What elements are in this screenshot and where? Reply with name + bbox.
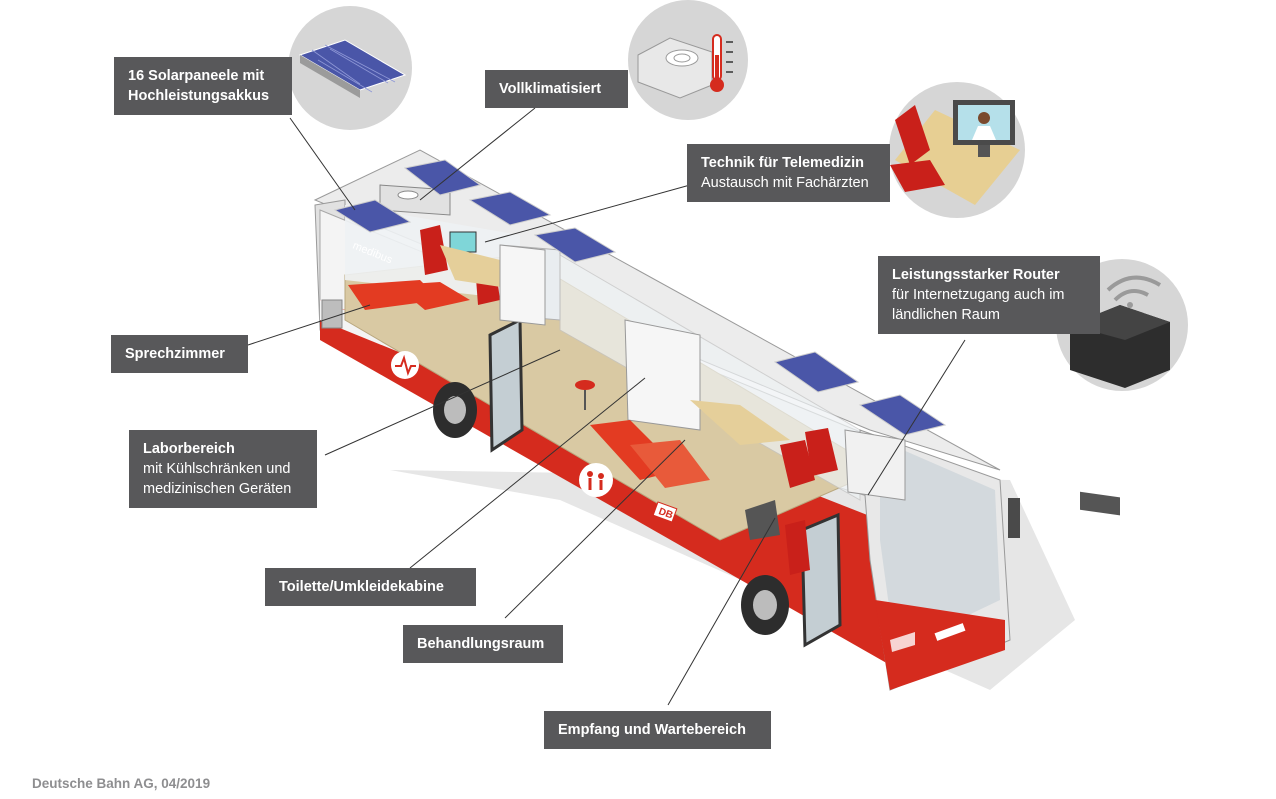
leader-telemedizin	[484, 184, 691, 243]
leader-lines	[247, 107, 966, 706]
label-labor: Laborbereich mit Kühlschränken und mediz…	[129, 430, 317, 508]
label-solar-title: 16 Solarpaneele mit Hochleistungsakkus	[128, 68, 270, 104]
label-toilette-title: Toilette/Umkleidekabine	[279, 579, 444, 595]
label-klima-title: Vollklimatisiert	[499, 81, 602, 97]
label-empfang-title: Empfang und Wartebereich	[558, 722, 746, 738]
label-behandlung-title: Behandlungsraum	[417, 636, 545, 652]
source-credit: Deutsche Bahn AG, 04/2019	[32, 776, 211, 791]
label-router-sub: für Internetzugang auch im ländlichen Ra…	[892, 287, 1065, 323]
label-router: Leistungsstarker Router für Internetzuga…	[878, 256, 1100, 334]
leader-empfang	[667, 517, 776, 706]
label-toilette: Toilette/Umkleidekabine	[265, 568, 476, 606]
leader-solar	[289, 117, 356, 211]
label-labor-sub: mit Kühlschränken und medizinischen Gerä…	[143, 461, 292, 497]
leader-labor	[324, 349, 561, 456]
label-labor-title: Laborbereich	[143, 441, 235, 457]
label-klima: Vollklimatisiert	[485, 70, 628, 108]
leader-klima	[419, 107, 536, 201]
label-sprechzimmer: Sprechzimmer	[111, 335, 248, 373]
bus: DB medibus	[313, 149, 1020, 691]
leader-sprechzimmer	[247, 304, 371, 346]
label-telemedizin-title: Technik für Telemedizin	[701, 155, 865, 171]
roof-solar-panels	[333, 159, 947, 436]
db-logo: DB	[657, 506, 674, 521]
label-router-title: Leistungsstarker Router	[892, 267, 1060, 283]
leader-behandlung	[504, 439, 686, 619]
leader-router	[867, 339, 966, 496]
solar-callout-circle	[288, 6, 412, 130]
label-telemedizin-sub: Austausch mit Fachärzten	[701, 175, 869, 191]
label-sprechzimmer-title: Sprechzimmer	[125, 346, 225, 362]
telemedicine-callout-circle	[889, 82, 1025, 218]
label-telemedizin: Technik für Telemedizin Austausch mit Fa…	[687, 144, 890, 202]
leader-toilette	[409, 377, 646, 569]
label-empfang: Empfang und Wartebereich	[544, 711, 771, 749]
ac-callout-circle	[628, 0, 748, 120]
label-solar: 16 Solarpaneele mit Hochleistungsakkus	[114, 57, 292, 115]
label-behandlung: Behandlungsraum	[403, 625, 563, 663]
